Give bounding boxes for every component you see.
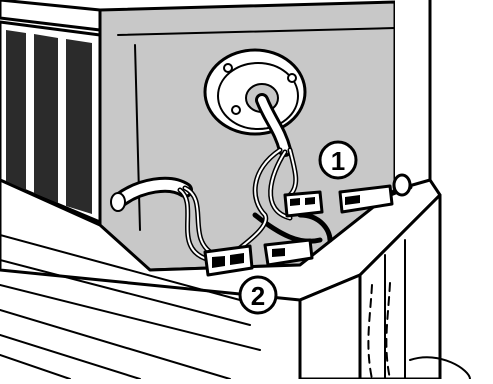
wall-panel-top-edge <box>117 27 396 36</box>
wall-port-flange <box>203 48 307 136</box>
wires-inner <box>179 149 297 261</box>
callout-1: 1 <box>318 140 358 180</box>
connector-pair-2 <box>203 238 314 277</box>
wall-panel-inner-edge <box>134 44 141 231</box>
unit-cable-end <box>110 192 126 212</box>
hidden-cable-dashed <box>367 284 373 380</box>
callout-2: 2 <box>238 275 278 315</box>
right-wall <box>395 0 493 379</box>
unit-top <box>0 0 102 32</box>
hidden-cable-dashed-2 <box>385 282 391 380</box>
ledge-corner-lines <box>384 239 406 380</box>
callout-1-label: 1 <box>331 146 345 176</box>
siding <box>0 234 261 380</box>
connector-pair-1 <box>283 173 412 218</box>
main-cable-fill <box>258 96 289 154</box>
vent-grille <box>0 20 102 224</box>
callout-2-label: 2 <box>251 281 265 311</box>
coiled-cable <box>409 356 471 380</box>
